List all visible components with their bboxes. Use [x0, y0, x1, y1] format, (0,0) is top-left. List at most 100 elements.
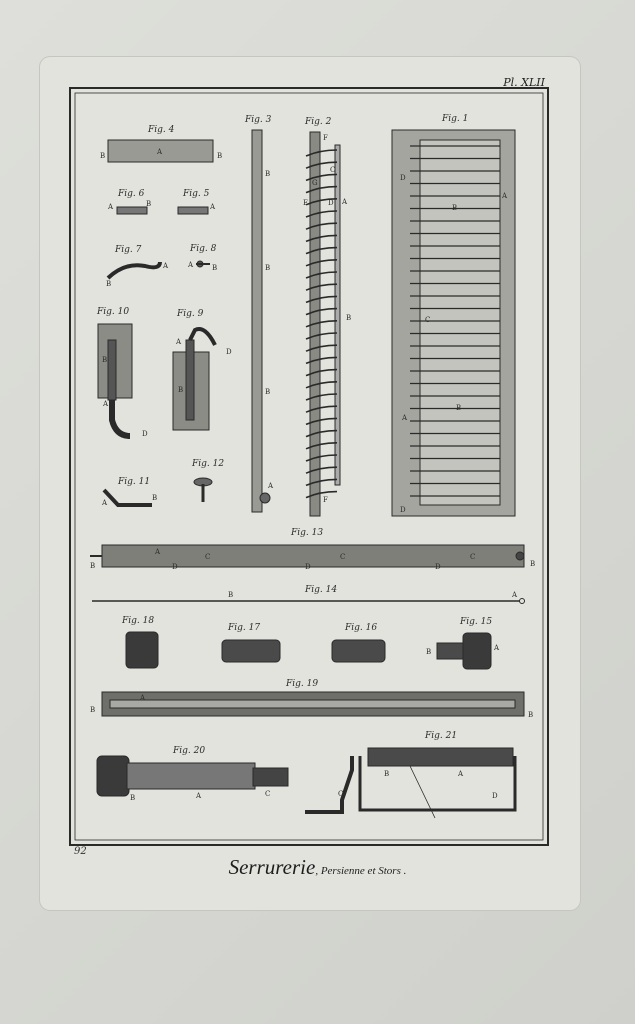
slat-hook: [305, 332, 338, 340]
slat-hook: [305, 149, 338, 157]
svg-text:B: B: [265, 264, 270, 272]
svg-text:D: D: [305, 563, 311, 571]
svg-text:A: A: [401, 414, 408, 422]
svg-text:Fig. 12: Fig. 12: [191, 459, 224, 469]
svg-text:C: C: [265, 790, 270, 798]
svg-text:Fig. 1: Fig. 1: [441, 114, 468, 124]
svg-text:B: B: [178, 386, 183, 394]
svg-text:Fig. 2: Fig. 2: [304, 117, 332, 127]
figure-3: Fig. 3 B B B A: [244, 115, 274, 513]
svg-text:Fig. 18: Fig. 18: [121, 616, 154, 626]
svg-text:B: B: [90, 562, 95, 570]
svg-text:Fig. 14: Fig. 14: [304, 585, 337, 595]
svg-text:C: C: [205, 553, 210, 561]
figure-15: Fig. 15 B A: [426, 617, 500, 670]
slat-hook: [305, 320, 338, 328]
figure-4: Fig. 4 A B B: [100, 125, 222, 163]
figure-13: Fig. 13 B B A C C C D D D: [90, 528, 535, 571]
svg-text:B: B: [152, 494, 157, 502]
svg-text:A: A: [162, 262, 169, 270]
svg-text:D: D: [400, 174, 406, 182]
svg-text:A: A: [175, 338, 182, 346]
slat-hook: [305, 466, 338, 474]
svg-text:B: B: [228, 591, 233, 599]
inner-frame: [74, 92, 544, 841]
svg-text:A: A: [493, 644, 500, 652]
svg-text:F: F: [323, 496, 328, 504]
svg-text:C: C: [470, 553, 475, 561]
svg-text:C: C: [338, 790, 343, 798]
figure-2: Fig. 2 A B F F E G D C: [303, 117, 351, 517]
svg-text:A: A: [457, 770, 464, 778]
figure-18: Fig. 18: [121, 616, 159, 669]
figure-6: Fig. 6 A B: [107, 189, 151, 215]
svg-text:A: A: [511, 591, 518, 599]
slat-hook: [305, 283, 338, 291]
svg-text:B: B: [384, 770, 389, 778]
caption-subtitle: , Persienne et Stors .: [315, 865, 407, 877]
svg-text:B: B: [528, 711, 533, 719]
figure-7: Fig. 7 B A: [106, 245, 169, 288]
slat-hook: [305, 185, 338, 194]
slat-hook: [305, 344, 338, 352]
svg-text:A: A: [341, 198, 348, 206]
svg-text:B: B: [130, 794, 135, 802]
svg-text:D: D: [172, 563, 178, 571]
figure-17: Fig. 17: [221, 623, 281, 663]
figure-11: Fig. 11 A B: [101, 477, 157, 507]
slat-hook: [305, 234, 338, 243]
svg-text:A: A: [267, 482, 274, 490]
slat-hook: [305, 210, 338, 218]
svg-text:A: A: [156, 148, 163, 156]
slat-hook: [305, 368, 338, 377]
svg-text:F: F: [323, 134, 328, 142]
slat-hook: [305, 161, 338, 169]
svg-text:B: B: [217, 152, 222, 160]
svg-text:A: A: [195, 792, 202, 800]
svg-text:D: D: [492, 792, 498, 800]
figure-14: Fig. 14 B A: [92, 585, 525, 604]
figure-19: Fig. 19 B B A: [90, 679, 533, 719]
svg-text:Fig. 20: Fig. 20: [172, 746, 205, 756]
svg-text:B: B: [530, 560, 535, 568]
figure-12: Fig. 12: [191, 459, 224, 502]
slat-hook: [305, 393, 338, 401]
svg-text:Fig. 21: Fig. 21: [424, 731, 457, 741]
outer-frame: [69, 87, 549, 846]
slat-hook: [305, 429, 338, 438]
svg-text:B: B: [265, 388, 270, 396]
svg-text:D: D: [226, 348, 232, 356]
svg-text:B: B: [90, 706, 95, 714]
svg-text:B: B: [100, 152, 105, 160]
svg-text:Fig. 6: Fig. 6: [117, 189, 145, 199]
svg-text:Fig. 5: Fig. 5: [182, 189, 210, 199]
figure-10: Fig. 10 A D B: [96, 307, 148, 439]
slat-hook: [305, 405, 338, 413]
svg-text:A: A: [107, 203, 114, 211]
svg-text:Fig. 8: Fig. 8: [189, 244, 217, 254]
slat-hook: [305, 271, 338, 279]
slat-hook: [305, 307, 338, 316]
svg-text:Fig. 9: Fig. 9: [176, 309, 204, 319]
figure-21: Fig. 21 B A C D: [305, 731, 517, 819]
figure-9: Fig. 9 A D B: [172, 309, 232, 431]
slat-hook: [305, 442, 338, 450]
slat-hook: [305, 222, 338, 230]
svg-text:Fig. 19: Fig. 19: [285, 679, 318, 689]
svg-text:B: B: [146, 200, 151, 208]
svg-text:Fig. 16: Fig. 16: [344, 623, 377, 633]
svg-text:C: C: [330, 166, 335, 174]
figure-16: Fig. 16: [331, 623, 386, 663]
slat-hook: [305, 198, 338, 206]
slat-hook: [305, 417, 338, 426]
slat-hook: [305, 381, 338, 389]
svg-text:A: A: [101, 499, 108, 507]
slat-hook: [305, 356, 338, 365]
svg-text:B: B: [102, 356, 107, 364]
caption-title: Serrurerie: [228, 855, 316, 879]
svg-text:A: A: [501, 192, 508, 200]
slat-hook: [305, 490, 338, 499]
svg-text:A: A: [154, 548, 161, 556]
svg-text:Fig. 15: Fig. 15: [459, 617, 492, 627]
